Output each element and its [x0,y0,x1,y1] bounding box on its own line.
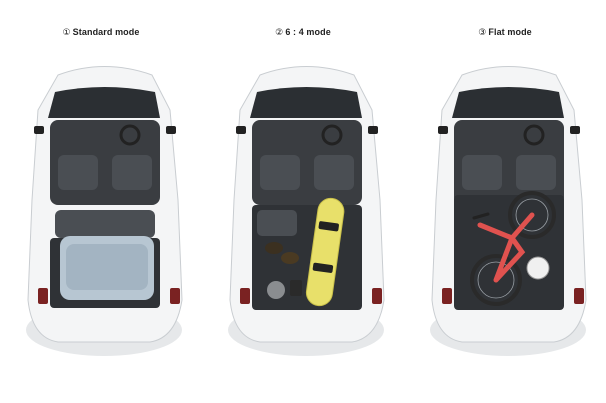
caption-number: ② [275,27,284,37]
caption-label: Standard mode [72,27,140,37]
car-flat-image [430,66,587,356]
caption-label: Flat mode [488,27,532,37]
caption-label: 6 : 4 mode [285,27,331,37]
caption-number: ① [62,27,71,37]
car-split-image [228,66,385,356]
car-standard-image [26,66,183,356]
caption-number: ③ [478,27,487,37]
